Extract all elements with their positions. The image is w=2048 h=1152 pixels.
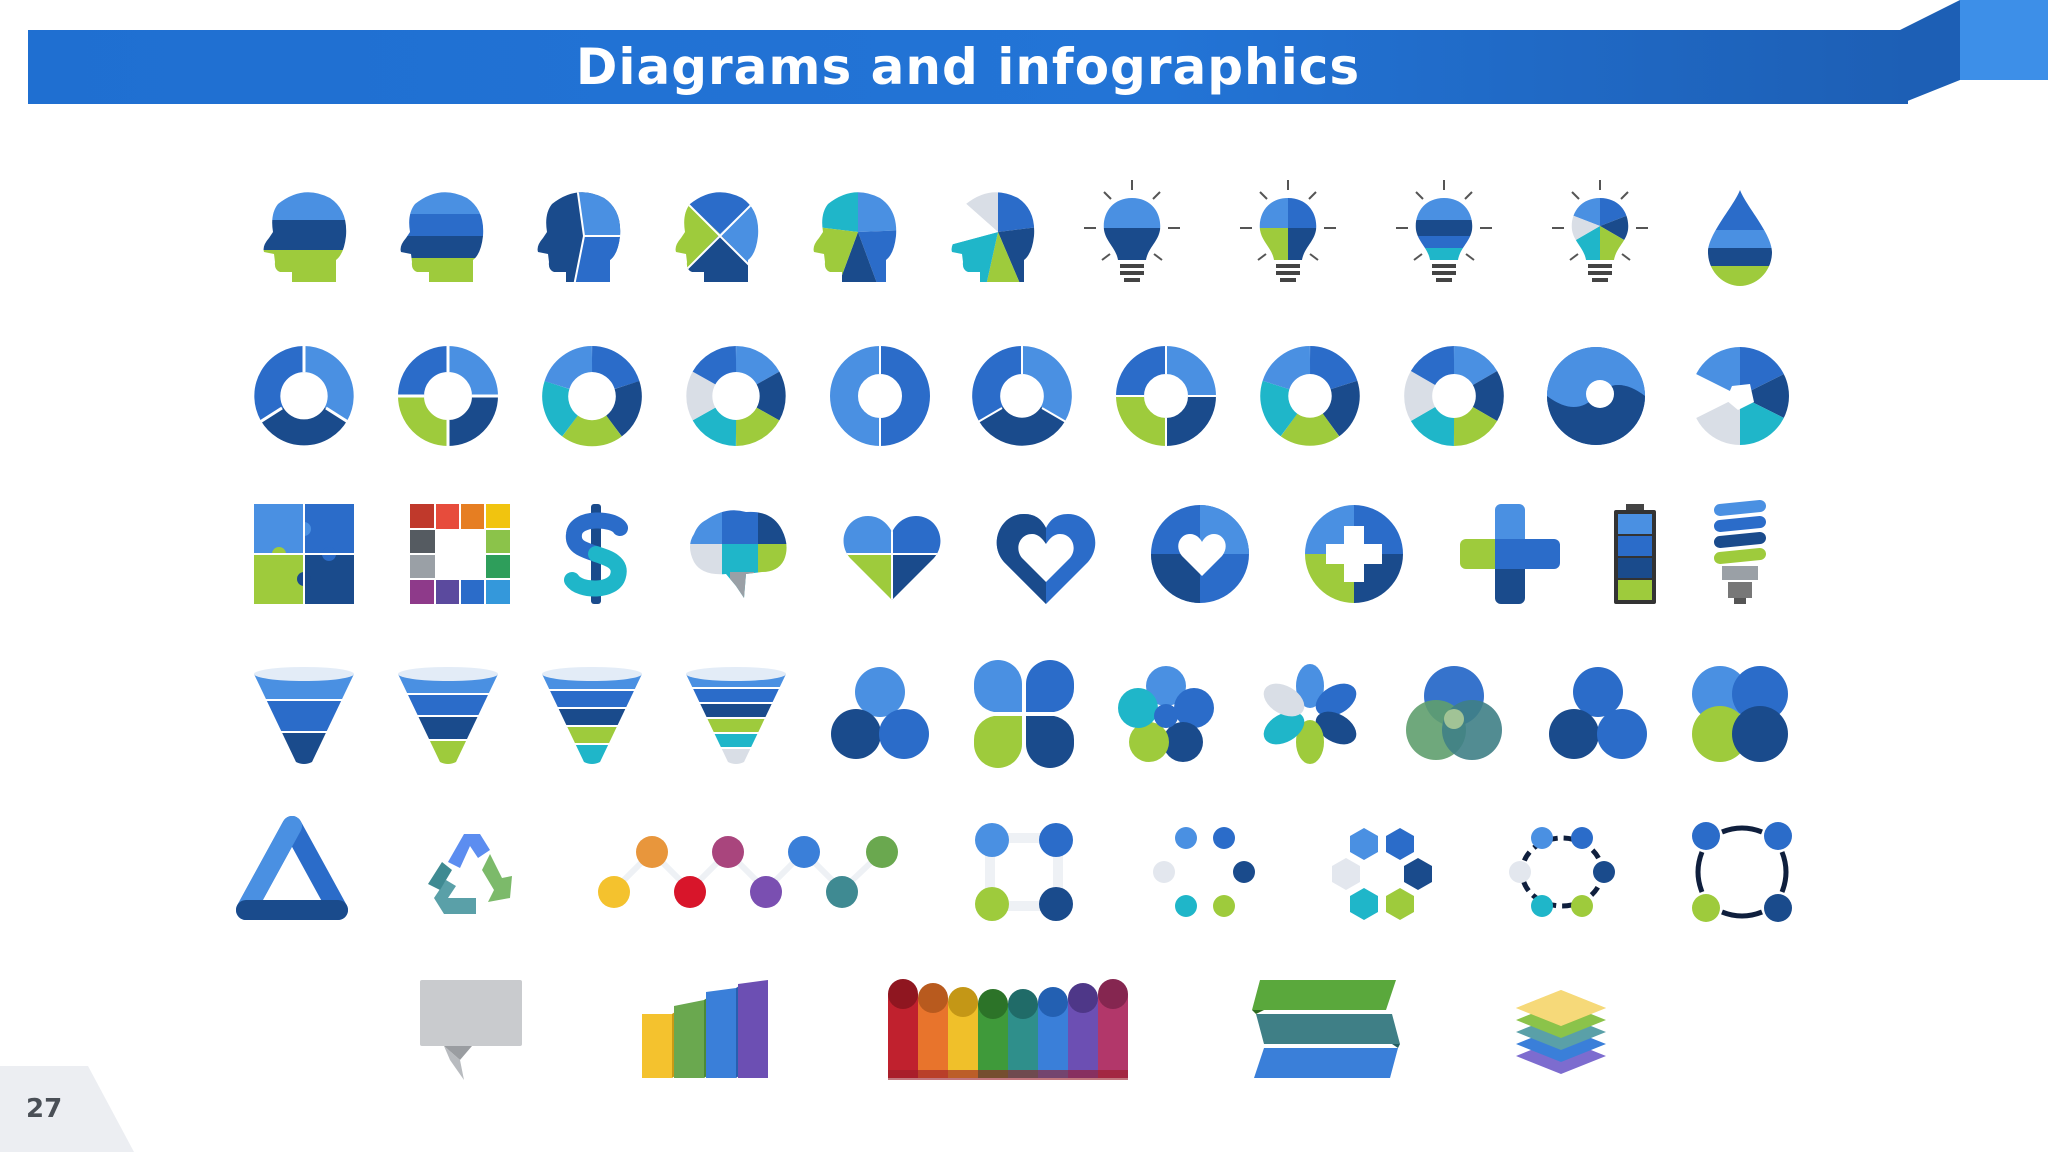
slide-title: Diagrams and infographics <box>575 38 1361 96</box>
bulb-quarters-icon <box>1236 176 1340 290</box>
puzzle-frame-rainbow-icon <box>410 504 510 604</box>
dots-circle-6-icon <box>1152 826 1256 918</box>
bulb-layers-3-icon <box>1392 176 1496 290</box>
brain-puzzle-icon <box>686 506 790 602</box>
funnel-3-icon <box>254 664 354 764</box>
bar-steps-4-icon <box>642 980 768 1080</box>
recycle-symbol-icon <box>418 824 522 920</box>
ring-puzzle-5-icon <box>1260 346 1360 446</box>
swirl-2-icon <box>1546 346 1646 446</box>
bulb-layers-2-icon <box>1080 176 1184 290</box>
zigzag-ribbons-icon <box>1252 980 1400 1080</box>
page-number: 27 <box>26 1094 63 1124</box>
funnel-4-icon <box>398 664 498 764</box>
medical-cross-4-icon <box>1460 504 1560 604</box>
circles-3-icon <box>830 666 930 762</box>
hexagon-cluster-icon <box>1330 822 1434 922</box>
head-layers-4-icon <box>395 186 495 286</box>
triangle-loop-icon <box>236 816 348 920</box>
heart-ring-icon <box>996 508 1096 608</box>
venn-3-icon <box>1404 664 1504 764</box>
cylinder-bars-8-icon <box>888 978 1132 1082</box>
flower-6-icon <box>1260 664 1360 764</box>
dots-cycle-4-icon <box>1690 820 1794 924</box>
ring-5-arrows-icon <box>542 346 642 447</box>
battery-levels-icon <box>1612 504 1658 604</box>
circles-3-cluster-icon <box>1548 666 1648 762</box>
dots-chain-6-icon <box>1509 826 1615 918</box>
dollar-sign-icon <box>556 504 636 604</box>
shutter-6-icon <box>1690 346 1790 446</box>
clover-4-icon <box>973 660 1075 768</box>
drop-layers-icon <box>1704 188 1776 288</box>
ring-puzzle-3-icon <box>972 346 1072 446</box>
head-puzzle-6-icon <box>946 186 1046 286</box>
ring-puzzle-4-icon <box>1116 346 1216 446</box>
head-layers-3-icon <box>258 186 358 286</box>
ring-6-arrows-icon <box>686 346 786 446</box>
medical-cross-circle-icon <box>1304 504 1404 604</box>
head-puzzle-3-icon <box>532 186 632 286</box>
rings-4-overlap-icon <box>1690 664 1790 764</box>
layer-stack-icon <box>1516 976 1606 1084</box>
dots-square-4-icon <box>974 822 1074 922</box>
puzzle-square-4-icon <box>254 504 354 604</box>
speech-banner-icon <box>420 980 522 1080</box>
ring-3-arrows-icon <box>254 346 354 446</box>
flower-5-icon <box>1116 664 1216 764</box>
head-puzzle-5-icon <box>808 186 908 286</box>
title-bar: Diagrams and infographics <box>28 30 1908 104</box>
ring-puzzle-2-icon <box>830 346 930 446</box>
heart-puzzle-icon <box>842 514 942 600</box>
head-puzzle-4-icon <box>670 186 770 286</box>
bulb-segments-6-icon <box>1548 176 1652 290</box>
ribbon-corner-decoration <box>1900 0 2048 104</box>
ring-4-arrows-icon <box>398 346 498 446</box>
energy-saving-bulb-icon <box>1706 500 1774 606</box>
ring-puzzle-6-icon <box>1404 346 1504 446</box>
funnel-5-icon <box>542 664 642 764</box>
footer-tab <box>0 1066 134 1152</box>
dots-timeline-icon <box>594 830 900 914</box>
funnel-6-icon <box>686 664 786 764</box>
heart-circle-icon <box>1150 504 1250 604</box>
